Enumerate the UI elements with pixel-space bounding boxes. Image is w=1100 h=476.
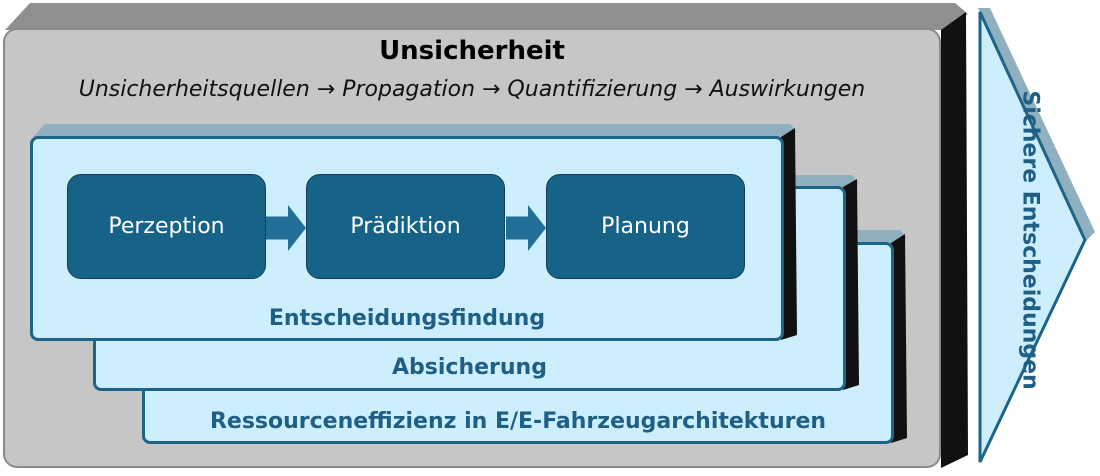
layer-label: Ressourceneffizienz in E/E-Fahrzeugarchi… xyxy=(209,409,827,434)
outcome-arrow-bevel xyxy=(978,8,1095,242)
outcome-arrow xyxy=(978,11,1087,463)
outcome-label: Sichere Entscheidungen xyxy=(1017,90,1043,390)
layer-label: Entscheidungsfindung xyxy=(268,306,546,331)
step-praediktion: Prädiktion xyxy=(306,174,505,279)
step-planung: Planung xyxy=(546,174,745,279)
layer-label: Absicherung xyxy=(392,355,547,380)
subtitle: Unsicherheitsquellen → Propagation → Qua… xyxy=(78,77,866,102)
title: Unsicherheit xyxy=(379,36,565,66)
step-perzeption: Perzeption xyxy=(67,174,266,279)
